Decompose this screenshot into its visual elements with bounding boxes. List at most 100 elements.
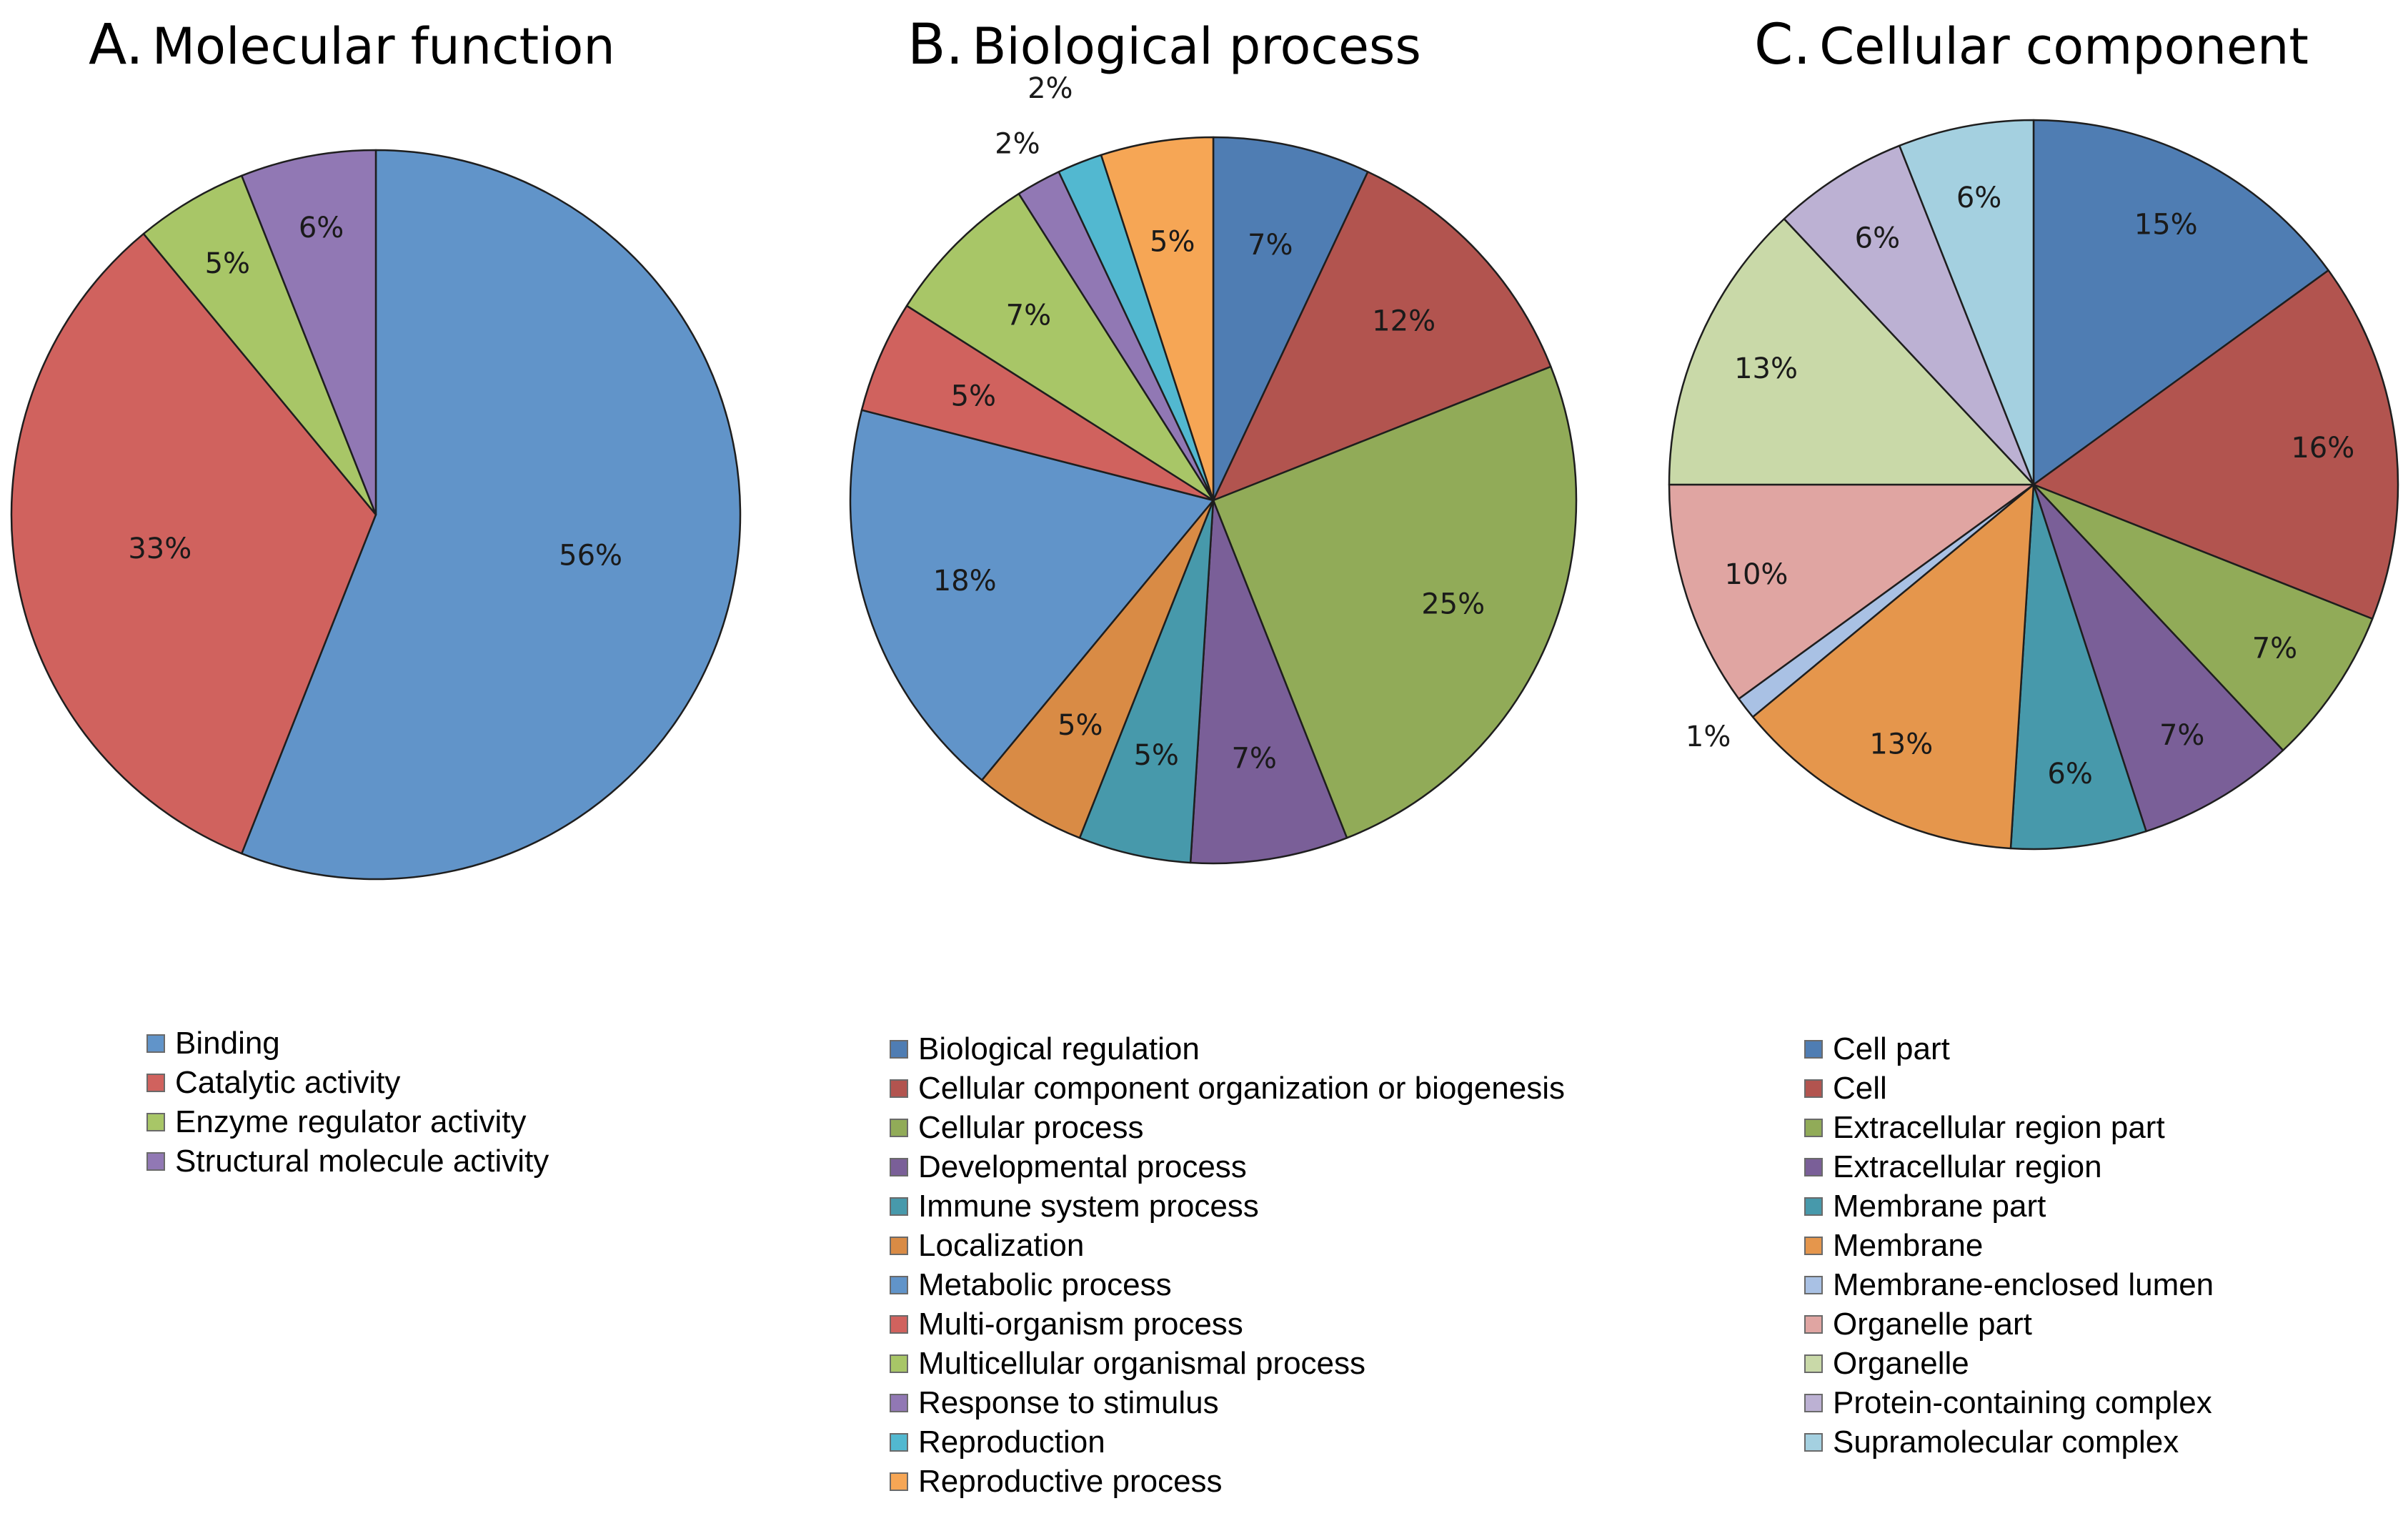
legend-item-membrane-enclosed-lumen: Membrane-enclosed lumen — [1804, 1265, 2214, 1304]
pie-slice-cell-part — [2032, 119, 2329, 486]
legend-item-structural-molecule-activity: Structural molecule activity — [146, 1141, 549, 1181]
legend-label: Reproduction — [918, 1425, 1105, 1460]
legend-swatch — [146, 1151, 165, 1171]
slice-label-multi-organism-process: 5% — [951, 380, 996, 413]
legend-swatch — [1804, 1275, 1823, 1294]
legend-swatch — [890, 1039, 908, 1059]
legend-swatch — [890, 1157, 908, 1176]
legend-item-binding: Binding — [146, 1024, 549, 1063]
pie-slice-multi-organism-process — [860, 304, 1215, 502]
slice-label-response-to-stimulus: 2% — [995, 127, 1040, 160]
slice-label-binding: 56% — [559, 539, 622, 572]
legend-item-response-to-stimulus: Response to stimulus — [890, 1383, 1565, 1422]
legend-swatch — [890, 1354, 908, 1373]
legend-label: Immune system process — [918, 1189, 1259, 1224]
legend-label: Cellular process — [918, 1110, 1144, 1145]
legend-item-developmental-process: Developmental process — [890, 1147, 1565, 1186]
legend-label: Cellular component organization or bioge… — [918, 1071, 1565, 1106]
legend-item-extracellular-region: Extracellular region — [1804, 1147, 2214, 1186]
legend-item-multicellular-organismal-process: Multicellular organismal process — [890, 1344, 1565, 1383]
pie-slice-structural-molecule-activity — [241, 149, 377, 516]
slice-label-localization: 5% — [1058, 709, 1103, 742]
slice-label-cellular-component-organization-or-biogenesis: 12% — [1372, 305, 1436, 338]
legend-label: Supramolecular complex — [1833, 1425, 2179, 1460]
pie-slice-catalytic-activity — [10, 232, 377, 855]
legend-item-metabolic-process: Metabolic process — [890, 1265, 1565, 1304]
slice-label-metabolic-process: 18% — [933, 565, 997, 598]
slice-label-reproduction: 2% — [1028, 72, 1073, 105]
pie-slice-organelle — [1668, 217, 2035, 486]
legend-item-localization: Localization — [890, 1226, 1565, 1265]
legend-swatch — [146, 1112, 165, 1131]
slice-label-extracellular-region-part: 7% — [2252, 632, 2297, 665]
panel-letter: B. — [907, 13, 964, 77]
slice-label-cell-part: 15% — [2134, 208, 2198, 241]
legend-swatch — [890, 1432, 908, 1452]
slice-label-cell: 16% — [2291, 432, 2354, 465]
pie-slice-extracellular-region-part — [2032, 483, 2374, 752]
legend-item-organelle: Organelle — [1804, 1344, 2214, 1383]
legend-label: Biological regulation — [918, 1031, 1200, 1066]
legend-label: Extracellular region — [1833, 1149, 2102, 1184]
legend-swatch — [890, 1236, 908, 1255]
legend-swatch — [1804, 1039, 1823, 1059]
legend-swatch — [890, 1393, 908, 1412]
pie-slice-cellular-process — [1212, 365, 1578, 839]
legend-label: Cell — [1833, 1071, 1887, 1106]
legend-item-protein-containing-complex: Protein-containing complex — [1804, 1383, 2214, 1422]
legend-item-cellular-component-organization-or-biogenesis: Cellular component organization or bioge… — [890, 1069, 1565, 1108]
title-text: Biological process — [972, 17, 1421, 76]
slice-label-membrane: 13% — [1869, 728, 1933, 761]
legend-swatch — [890, 1118, 908, 1137]
slice-label-membrane-part: 6% — [2047, 758, 2092, 791]
legend-label: Multi-organism process — [918, 1307, 1243, 1342]
pie-slice-localization — [980, 499, 1215, 839]
pie-slice-membrane-part — [2009, 483, 2147, 851]
chart-title-molecular-function: A.Molecular function — [89, 13, 615, 77]
slice-label-multicellular-organismal-process: 7% — [1006, 299, 1051, 332]
slice-label-developmental-process: 7% — [1231, 742, 1276, 775]
slice-label-catalytic-activity: 33% — [128, 532, 191, 565]
legend-label: Organelle part — [1833, 1307, 2032, 1342]
legend-label: Reproductive process — [918, 1464, 1223, 1499]
panel-letter: A. — [89, 13, 144, 77]
slice-label-enzyme-regulator-activity: 5% — [205, 247, 250, 280]
legend-item-immune-system-process: Immune system process — [890, 1186, 1565, 1226]
legend-item-cellular-process: Cellular process — [890, 1108, 1565, 1147]
legend-swatch — [890, 1196, 908, 1216]
legend-label: Structural molecule activity — [175, 1144, 549, 1179]
legend-item-membrane-part: Membrane part — [1804, 1186, 2214, 1226]
legend-item-extracellular-region-part: Extracellular region part — [1804, 1108, 2214, 1147]
pie-slice-extracellular-region — [2032, 483, 2284, 833]
legend-swatch — [1804, 1354, 1823, 1373]
legend-label: Protein-containing complex — [1833, 1385, 2212, 1420]
legend-label: Localization — [918, 1228, 1085, 1263]
slice-label-organelle-part: 10% — [1725, 558, 1788, 591]
pie-slice-organelle-part — [1668, 483, 2035, 700]
legend-label: Organelle — [1833, 1346, 1969, 1381]
legend-swatch — [1804, 1432, 1823, 1452]
title-text: Cellular component — [1819, 17, 2309, 76]
legend-item-multi-organism-process: Multi-organism process — [890, 1304, 1565, 1344]
legend-item-reproductive-process: Reproductive process — [890, 1462, 1565, 1501]
slice-label-supramolecular-complex: 6% — [1956, 182, 2001, 214]
pie-chart-cellular-component: 15%16%7%7%6%13%1%10%13%6%6% — [1668, 119, 2399, 851]
legend-swatch — [146, 1073, 165, 1092]
pie-chart-molecular-function: 56%33%5%6% — [10, 149, 742, 881]
legend-swatch — [890, 1472, 908, 1491]
legend-swatch — [1804, 1393, 1823, 1412]
pie-slice-developmental-process — [1189, 499, 1348, 865]
chart-title-cellular-component: C.Cellular component — [1754, 13, 2309, 77]
legend-item-reproduction: Reproduction — [890, 1422, 1565, 1462]
pie-slice-enzyme-regulator-activity — [142, 174, 377, 516]
title-text: Molecular function — [151, 17, 615, 76]
pie-slice-multicellular-organismal-process — [905, 192, 1215, 502]
pie-slice-protein-containing-complex — [1783, 144, 2035, 486]
legend-item-organelle-part: Organelle part — [1804, 1304, 2214, 1344]
legend-item-enzyme-regulator-activity: Enzyme regulator activity — [146, 1102, 549, 1141]
legend-label: Enzyme regulator activity — [175, 1104, 527, 1139]
legend-label: Multicellular organismal process — [918, 1346, 1366, 1381]
legend-label: Developmental process — [918, 1149, 1247, 1184]
pie-slice-immune-system-process — [1078, 499, 1215, 864]
